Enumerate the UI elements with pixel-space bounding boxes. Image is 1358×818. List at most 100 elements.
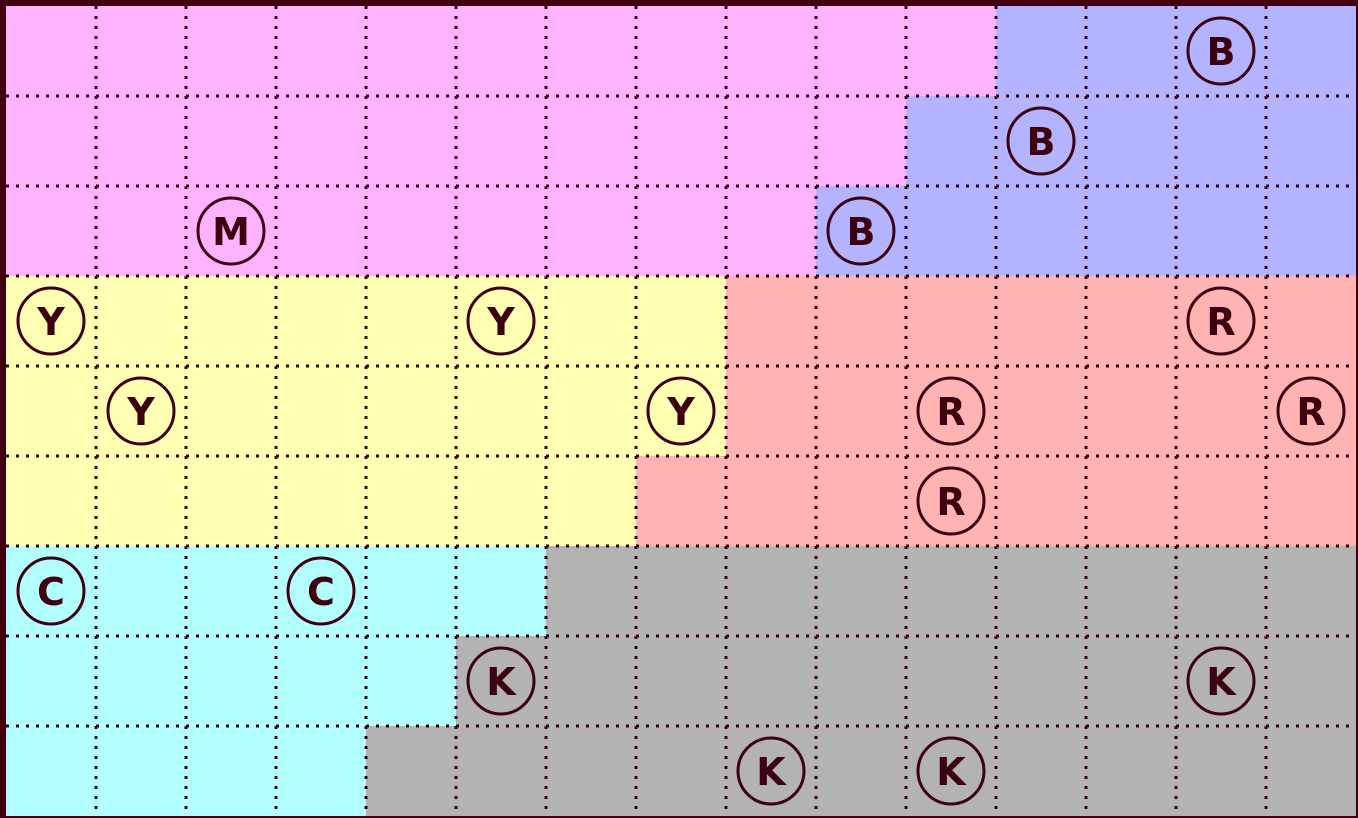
cell-r8-c0[interactable] <box>6 726 96 816</box>
cell-r2-c7[interactable] <box>636 186 726 276</box>
cell-r0-c2[interactable] <box>186 6 276 96</box>
cell-r5-c13[interactable] <box>1176 456 1266 546</box>
cell-r1-c13[interactable] <box>1176 96 1266 186</box>
cell-r7-c8[interactable] <box>726 636 816 726</box>
cell-r4-c3[interactable] <box>276 366 366 456</box>
cell-r7-c2[interactable] <box>186 636 276 726</box>
cell-r0-c3[interactable] <box>276 6 366 96</box>
cell-r2-c9[interactable] <box>816 186 906 276</box>
cell-r0-c4[interactable] <box>366 6 456 96</box>
cell-r4-c1[interactable] <box>96 366 186 456</box>
cell-r4-c11[interactable] <box>996 366 1086 456</box>
cell-r6-c4[interactable] <box>366 546 456 636</box>
cell-r2-c1[interactable] <box>96 186 186 276</box>
cell-r6-c13[interactable] <box>1176 546 1266 636</box>
cell-r8-c2[interactable] <box>186 726 276 816</box>
cell-r8-c7[interactable] <box>636 726 726 816</box>
cell-r6-c8[interactable] <box>726 546 816 636</box>
cell-r3-c13[interactable] <box>1176 276 1266 366</box>
cell-r3-c1[interactable] <box>96 276 186 366</box>
cell-r4-c0[interactable] <box>6 366 96 456</box>
cell-r0-c12[interactable] <box>1086 6 1176 96</box>
cell-r4-c8[interactable] <box>726 366 816 456</box>
cell-r7-c5[interactable] <box>456 636 546 726</box>
cell-r8-c9[interactable] <box>816 726 906 816</box>
cell-r1-c2[interactable] <box>186 96 276 186</box>
cell-r6-c2[interactable] <box>186 546 276 636</box>
cell-r2-c12[interactable] <box>1086 186 1176 276</box>
cell-r0-c6[interactable] <box>546 6 636 96</box>
cell-r1-c7[interactable] <box>636 96 726 186</box>
cell-r7-c4[interactable] <box>366 636 456 726</box>
cell-r5-c1[interactable] <box>96 456 186 546</box>
cell-r0-c10[interactable] <box>906 6 996 96</box>
cell-r7-c11[interactable] <box>996 636 1086 726</box>
cell-r8-c4[interactable] <box>366 726 456 816</box>
cell-r1-c6[interactable] <box>546 96 636 186</box>
cell-r1-c12[interactable] <box>1086 96 1176 186</box>
cell-r5-c8[interactable] <box>726 456 816 546</box>
cell-r0-c8[interactable] <box>726 6 816 96</box>
cell-r5-c0[interactable] <box>6 456 96 546</box>
cell-r4-c13[interactable] <box>1176 366 1266 456</box>
cell-r3-c12[interactable] <box>1086 276 1176 366</box>
cell-r7-c13[interactable] <box>1176 636 1266 726</box>
cell-r0-c5[interactable] <box>456 6 546 96</box>
cell-r4-c14[interactable] <box>1266 366 1356 456</box>
cell-r8-c14[interactable] <box>1266 726 1356 816</box>
cell-r1-c3[interactable] <box>276 96 366 186</box>
cell-r1-c11[interactable] <box>996 96 1086 186</box>
cell-r4-c7[interactable] <box>636 366 726 456</box>
cell-r2-c0[interactable] <box>6 186 96 276</box>
cell-r7-c9[interactable] <box>816 636 906 726</box>
cell-r1-c14[interactable] <box>1266 96 1356 186</box>
cell-r1-c8[interactable] <box>726 96 816 186</box>
cell-r7-c7[interactable] <box>636 636 726 726</box>
cell-r5-c5[interactable] <box>456 456 546 546</box>
cell-r7-c6[interactable] <box>546 636 636 726</box>
cell-r0-c11[interactable] <box>996 6 1086 96</box>
cell-r7-c3[interactable] <box>276 636 366 726</box>
cell-r6-c9[interactable] <box>816 546 906 636</box>
cell-r8-c13[interactable] <box>1176 726 1266 816</box>
cell-r3-c6[interactable] <box>546 276 636 366</box>
cell-r4-c6[interactable] <box>546 366 636 456</box>
cell-r3-c2[interactable] <box>186 276 276 366</box>
cell-r4-c4[interactable] <box>366 366 456 456</box>
cell-r5-c12[interactable] <box>1086 456 1176 546</box>
cell-r0-c0[interactable] <box>6 6 96 96</box>
cell-r8-c8[interactable] <box>726 726 816 816</box>
cell-r0-c14[interactable] <box>1266 6 1356 96</box>
cell-r3-c11[interactable] <box>996 276 1086 366</box>
cell-r8-c6[interactable] <box>546 726 636 816</box>
cell-r0-c13[interactable] <box>1176 6 1266 96</box>
cell-r3-c8[interactable] <box>726 276 816 366</box>
cell-r0-c7[interactable] <box>636 6 726 96</box>
cell-r1-c5[interactable] <box>456 96 546 186</box>
cell-r2-c11[interactable] <box>996 186 1086 276</box>
cell-r6-c1[interactable] <box>96 546 186 636</box>
cell-r0-c1[interactable] <box>96 6 186 96</box>
cell-r3-c5[interactable] <box>456 276 546 366</box>
cell-r5-c7[interactable] <box>636 456 726 546</box>
cell-r6-c3[interactable] <box>276 546 366 636</box>
cell-r6-c0[interactable] <box>6 546 96 636</box>
cell-r3-c9[interactable] <box>816 276 906 366</box>
cell-r4-c10[interactable] <box>906 366 996 456</box>
cell-r3-c10[interactable] <box>906 276 996 366</box>
cell-r4-c9[interactable] <box>816 366 906 456</box>
cell-r8-c11[interactable] <box>996 726 1086 816</box>
cell-r7-c12[interactable] <box>1086 636 1176 726</box>
cell-r3-c14[interactable] <box>1266 276 1356 366</box>
cell-r6-c11[interactable] <box>996 546 1086 636</box>
cell-r6-c12[interactable] <box>1086 546 1176 636</box>
cell-r4-c5[interactable] <box>456 366 546 456</box>
cell-r7-c14[interactable] <box>1266 636 1356 726</box>
cell-r1-c0[interactable] <box>6 96 96 186</box>
cell-r6-c7[interactable] <box>636 546 726 636</box>
cell-r7-c0[interactable] <box>6 636 96 726</box>
cell-r1-c10[interactable] <box>906 96 996 186</box>
cell-r6-c10[interactable] <box>906 546 996 636</box>
cell-r5-c6[interactable] <box>546 456 636 546</box>
cell-r2-c8[interactable] <box>726 186 816 276</box>
